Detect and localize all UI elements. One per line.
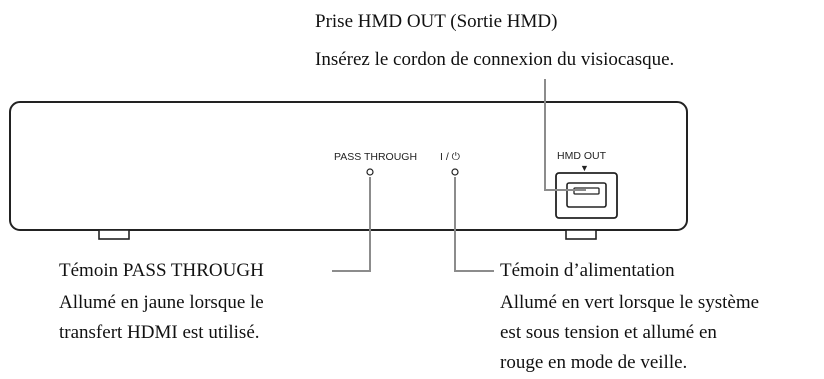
power-title: Témoin d’alimentation bbox=[500, 260, 675, 281]
hmd-out-arrow-icon: ▼ bbox=[580, 163, 589, 173]
pass-through-description-line: Allumé en jaune lorsque le bbox=[59, 292, 264, 313]
device-foot-left bbox=[98, 229, 130, 240]
pass-through-label: PASS THROUGH bbox=[334, 151, 417, 163]
power-description-line: est sous tension et allumé en bbox=[500, 322, 717, 343]
power-description-line: rouge en mode de veille. bbox=[500, 352, 688, 373]
pass-through-led bbox=[366, 168, 374, 176]
hmd-out-port-socket bbox=[566, 182, 607, 208]
pass-through-title: Témoin PASS THROUGH bbox=[59, 260, 264, 281]
power-led bbox=[451, 168, 459, 176]
hmd-out-leader-line bbox=[544, 79, 586, 191]
power-leader-line bbox=[454, 177, 494, 272]
power-description-line: Allumé en vert lorsque le système bbox=[500, 292, 760, 313]
hmd-out-title: Prise HMD OUT (Sortie HMD) bbox=[315, 11, 558, 32]
device-body bbox=[9, 101, 688, 231]
hmd-out-description: Insérez le cordon de connexion du visioc… bbox=[315, 49, 675, 70]
device-foot-right bbox=[565, 229, 597, 240]
pass-through-leader-line bbox=[332, 177, 371, 272]
pass-through-description-line: transfert HDMI est utilisé. bbox=[59, 322, 260, 343]
power-label: I / ⏻ bbox=[440, 151, 461, 163]
hmd-out-label: HMD OUT bbox=[557, 150, 607, 162]
